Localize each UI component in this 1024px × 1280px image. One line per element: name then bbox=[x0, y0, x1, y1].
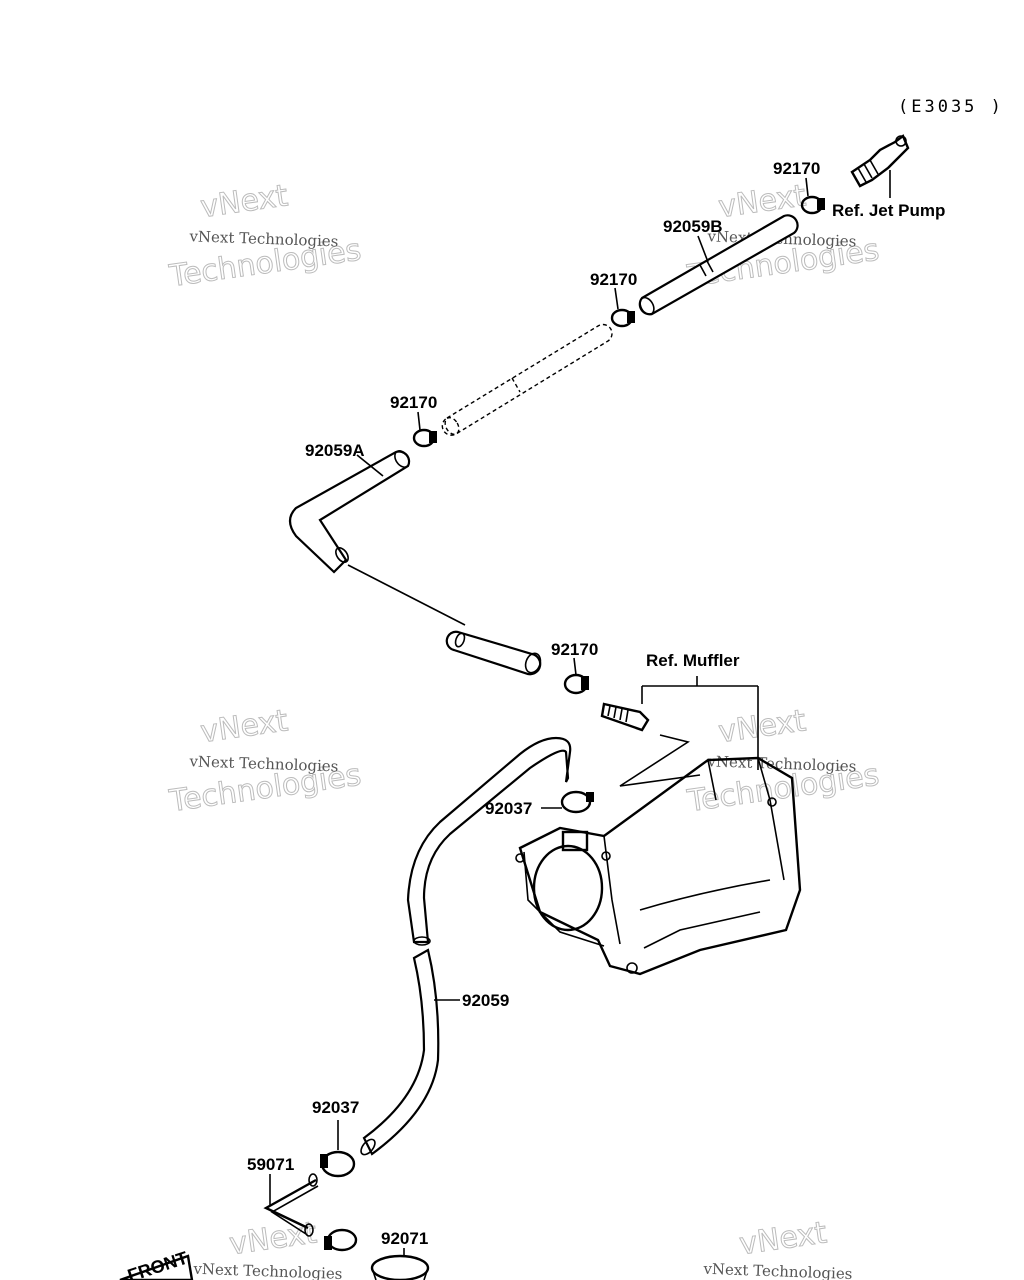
front-tag: FRONT bbox=[119, 1248, 194, 1280]
watermark-mid-right: vNext Technologies vNext Technologies bbox=[684, 703, 882, 820]
label-92037-upper: 92037 bbox=[485, 799, 532, 818]
hose-phantom bbox=[441, 323, 613, 436]
clamp-92037-upper bbox=[541, 790, 594, 814]
clamp-92170-left bbox=[412, 411, 437, 448]
watermark-big-line1: vNext bbox=[737, 1215, 829, 1262]
watermark-mid-left: vNext Technologies vNext Technologies bbox=[166, 703, 364, 820]
clamp-92037-lower bbox=[320, 1120, 356, 1178]
label-92059b: 92059B bbox=[663, 217, 723, 236]
front-tag-text: FRONT bbox=[125, 1248, 190, 1280]
label-92170-top: 92170 bbox=[773, 159, 820, 178]
watermark-big-line1: vNext bbox=[716, 703, 808, 750]
label-ref-jet-pump: Ref. Jet Pump bbox=[832, 201, 945, 220]
watermark-big-line1: vNext bbox=[198, 178, 290, 225]
watermark-small-text: vNext Technologies bbox=[192, 1260, 343, 1280]
label-92170-left: 92170 bbox=[390, 393, 437, 412]
clamp-92170-lower bbox=[563, 657, 589, 695]
watermark-big-line1: vNext bbox=[227, 1215, 319, 1262]
watermark-top-left: vNext Technologies vNext Technologies bbox=[166, 178, 364, 295]
hose-92059b bbox=[638, 214, 799, 316]
label-92037-lower: 92037 bbox=[312, 1098, 359, 1117]
watermark-small-text: vNext Technologies bbox=[702, 1260, 853, 1280]
pipe-59071 bbox=[263, 1173, 319, 1237]
label-92059: 92059 bbox=[462, 991, 509, 1010]
label-92059a: 92059A bbox=[305, 441, 365, 460]
muffler-body bbox=[515, 756, 802, 976]
hose-segment-lower bbox=[445, 630, 542, 676]
label-92170-mid: 92170 bbox=[590, 270, 637, 289]
muffler-fitting bbox=[600, 676, 759, 787]
watermark-small-text: vNext Technologies bbox=[188, 227, 339, 250]
watermark-big-line1: vNext bbox=[198, 703, 290, 750]
clamp-92170-top bbox=[800, 177, 825, 215]
label-ref-muffler: Ref. Muffler bbox=[646, 651, 740, 670]
diagram-code: (E3035 ) bbox=[898, 97, 1004, 117]
watermark-bottom-right: vNext vNext Technologies bbox=[702, 1215, 853, 1280]
label-92071: 92071 bbox=[381, 1229, 428, 1248]
fitting-92071 bbox=[370, 1248, 430, 1280]
clamp-bottom bbox=[324, 1228, 358, 1252]
hose-92059 bbox=[360, 736, 572, 1156]
label-92170-lower: 92170 bbox=[551, 640, 598, 659]
hose-92059a bbox=[288, 450, 466, 626]
jet-pump-fitting bbox=[850, 134, 910, 198]
clamp-92170-mid bbox=[610, 287, 635, 328]
watermark-small-text: vNext Technologies bbox=[188, 752, 339, 775]
label-59071: 59071 bbox=[247, 1155, 294, 1174]
watermark-bottom-left: vNext vNext Technologies bbox=[192, 1215, 343, 1280]
